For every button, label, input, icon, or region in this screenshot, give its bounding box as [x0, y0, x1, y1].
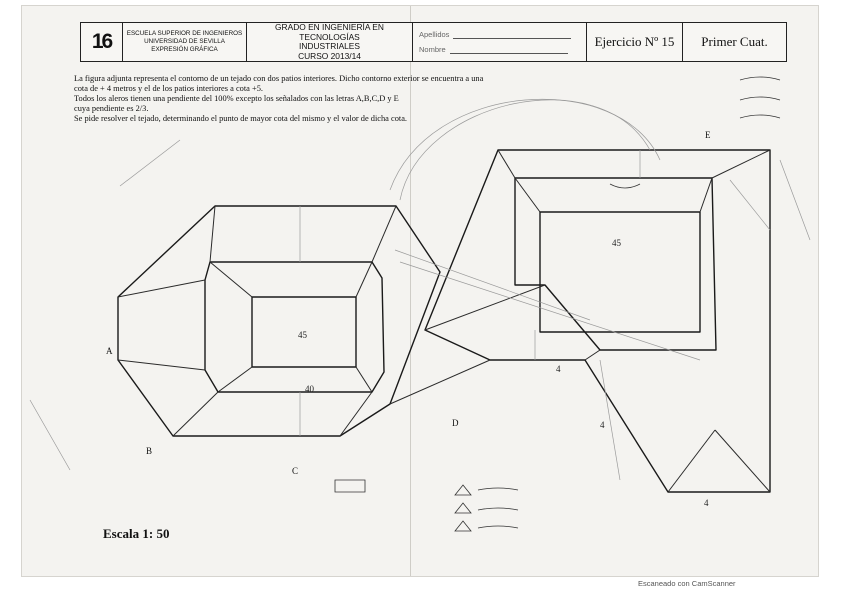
- term-label: Primer Cuat.: [701, 34, 768, 49]
- hip-line: [584, 349, 601, 361]
- hip-line: [209, 261, 253, 298]
- logo-cell: 16: [81, 23, 123, 61]
- degree-line-2: INDUSTRIALES: [299, 41, 360, 51]
- hip-line: [714, 429, 771, 493]
- mark-bottom-left: 40: [305, 384, 315, 394]
- hip-line: [209, 205, 216, 263]
- hip-line: [217, 366, 253, 393]
- mark-bottom-right: 4: [704, 498, 709, 508]
- hip-line: [699, 177, 713, 213]
- handwritten-box: [334, 479, 366, 493]
- construction-line: [394, 249, 591, 321]
- handwritten-note: [739, 96, 781, 101]
- student-name-cell: Apellidos Nombre: [413, 23, 587, 61]
- hip-line: [711, 149, 771, 179]
- name-field[interactable]: [449, 45, 568, 54]
- exercise-number: Ejercicio Nº 15: [594, 34, 675, 49]
- hip-line: [172, 391, 219, 437]
- term-cell: Primer Cuat.: [683, 23, 786, 61]
- mark-inner-left: 45: [298, 330, 308, 340]
- eave-label-a: A: [106, 346, 113, 356]
- left-inner-patio: [204, 261, 385, 393]
- handwritten-note: [477, 487, 519, 491]
- construction-arc: [389, 99, 661, 191]
- hip-line: [117, 279, 206, 298]
- construction-line: [29, 399, 71, 471]
- ridge-line: [389, 359, 491, 405]
- problem-statement: La figura adjunta representa el contorno…: [74, 74, 544, 124]
- handwritten-note: [739, 114, 781, 119]
- ridge-line: [424, 284, 546, 331]
- handwritten-note: [477, 525, 519, 529]
- exercise-cell: Ejercicio Nº 15: [587, 23, 683, 61]
- surname-label: Apellidos: [419, 30, 450, 39]
- page-fold-line: [410, 6, 411, 576]
- right-inner-patio: [514, 177, 717, 351]
- left-patio-rect: [251, 296, 357, 368]
- construction-line: [599, 359, 621, 481]
- legend-triangle: [454, 502, 472, 514]
- right-patio-rect: [539, 211, 701, 333]
- construction-line: [779, 159, 811, 241]
- hip-line: [497, 149, 516, 179]
- school-cell: ESCUELA SUPERIOR DE INGENIEROS UNIVERSID…: [123, 23, 247, 61]
- eave-label-c: C: [292, 466, 299, 476]
- mark-inner-right: 45: [612, 238, 622, 248]
- hip-line: [355, 261, 373, 298]
- scanned-sheet: [22, 6, 818, 576]
- hip-line: [339, 391, 373, 437]
- statement-line-3: Todos los aleros tienen una pendiente de…: [74, 94, 399, 103]
- left-outer-contour: [117, 205, 441, 437]
- hip-line: [355, 366, 373, 393]
- mark-left-ramp: 4: [556, 364, 561, 374]
- legend-triangle: [454, 520, 472, 532]
- statement-line-4: cuya pendiente es 2/3.: [74, 104, 149, 113]
- degree-line-1: GRADO EN INGENIERÍA EN TECNOLOGÍAS: [275, 22, 384, 42]
- hip-line: [117, 359, 206, 371]
- name-label: Nombre: [419, 45, 446, 54]
- hip-line: [667, 429, 716, 493]
- course-year: CURSO 2013/14: [298, 50, 361, 61]
- school-logo: 16: [91, 30, 113, 53]
- handwritten-note: [609, 183, 641, 189]
- legend-triangle: [454, 484, 472, 496]
- school-line-3: EXPRESIÓN GRÁFICA: [151, 46, 218, 53]
- school-line-1: ESCUELA SUPERIOR DE INGENIEROS: [126, 30, 243, 37]
- construction-line: [119, 139, 181, 187]
- construction-line: [729, 179, 771, 231]
- statement-line-2: cota de + 4 metros y el de los patios in…: [74, 84, 263, 93]
- hip-line: [514, 177, 541, 213]
- eave-label-d: D: [452, 418, 459, 428]
- mark-lower-right: 4: [600, 420, 605, 430]
- drawing-scale: Escala 1: 50: [103, 526, 170, 541]
- handwritten-note: [477, 507, 519, 511]
- right-outer-contour: [424, 149, 771, 493]
- statement-line-5: Se pide resolver el tejado, determinando…: [74, 114, 408, 123]
- construction-line: [399, 261, 701, 361]
- surname-field[interactable]: [453, 30, 572, 39]
- statement-line-1: La figura adjunta representa el contorno…: [74, 74, 484, 83]
- scanner-watermark: Escaneado con CamScanner: [638, 579, 736, 588]
- title-block: 16 ESCUELA SUPERIOR DE INGENIEROS UNIVER…: [80, 22, 787, 62]
- degree-cell: GRADO EN INGENIERÍA EN TECNOLOGÍAS INDUS…: [247, 22, 413, 61]
- eave-label-e: E: [705, 130, 711, 140]
- handwritten-note: [739, 76, 781, 81]
- school-line-2: UNIVERSIDAD DE SEVILLA: [144, 38, 225, 45]
- hip-line: [371, 205, 397, 263]
- eave-label-b: B: [146, 446, 153, 456]
